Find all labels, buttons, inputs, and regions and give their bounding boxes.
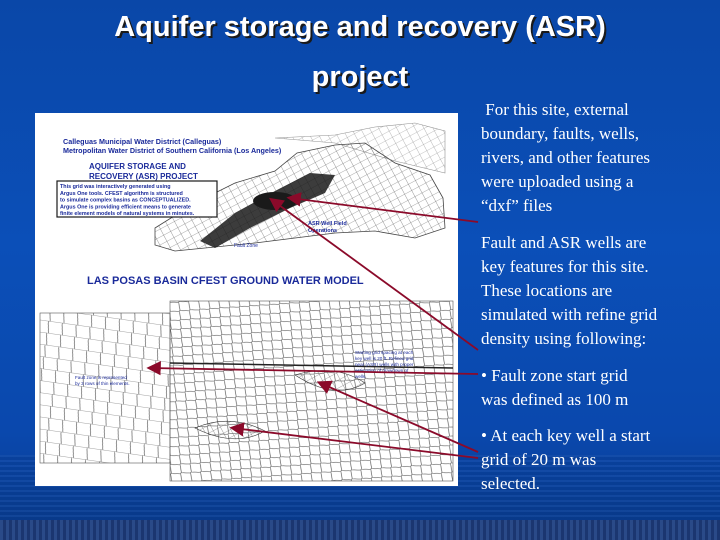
para3-line: • Fault zone start grid — [481, 366, 628, 385]
para2-line: Fault and ASR wells are — [481, 233, 647, 252]
para2-line: key features for this site. — [481, 257, 649, 276]
slide-title: Aquifer storage and recovery (ASR) proje… — [40, 2, 680, 102]
figure-note-line: finite element models of natural systems… — [60, 211, 195, 217]
refined-grid-note-line: near (ASR) wells with proper — [355, 362, 414, 367]
fault-zone-note-line: Fault zone is represented — [75, 375, 127, 380]
figure-note-line: to simulate complex basins as CONCEPTUAL… — [60, 198, 191, 204]
model-title: LAS POSAS BASIN CFEST GROUND WATER MODEL — [87, 275, 364, 287]
figure-note-line: This grid was interactively generated us… — [60, 184, 171, 190]
refined-grid-note-line: Starting grid spacing at each — [355, 350, 414, 355]
bottom-band — [0, 520, 720, 540]
para4-line: grid of 20 m was — [481, 450, 597, 469]
lower-right-grid — [169, 300, 454, 482]
figure-project-line1: AQUIFER STORAGE AND — [89, 162, 186, 171]
para1-line: “dxf” files — [481, 196, 553, 215]
arrow-to-upper-fault — [269, 197, 479, 351]
refined-grid-note-line: estimation of drawdown of — [355, 368, 409, 373]
para4-line: selected. — [481, 474, 540, 493]
para4-line: • At each key well a start — [481, 426, 651, 445]
figure-note-box — [56, 180, 218, 218]
paragraph-key-features: Fault and ASR wells are key features for… — [481, 231, 706, 351]
figure-header-line1: Calleguas Municipal Water District (Call… — [63, 137, 222, 146]
para1-line: For this site, external — [481, 100, 629, 119]
asr-well-field-label-1: ASR Well Field — [308, 221, 347, 227]
fault-zone-label: Fault Zone — [234, 243, 258, 249]
refined-grid-note-line: wells. — [355, 374, 367, 379]
asr-well-field-label-2: Operations — [308, 228, 337, 234]
figure-note-line: Argus One is providing efficient means t… — [60, 204, 191, 210]
figure-project-line2: RECOVERY (ASR) PROJECT — [89, 172, 198, 181]
arrow-to-asr-wells — [286, 192, 479, 223]
para2-line: density using following: — [481, 329, 647, 348]
para1-line: were uploaded using a — [481, 172, 634, 191]
arrow-to-well-zone-upper — [316, 380, 479, 453]
bullet-key-well: • At each key well a start grid of 20 m … — [481, 424, 706, 496]
figure-header-line2: Metropolitan Water District of Southern … — [63, 146, 282, 155]
arrow-to-well-zone-lower — [229, 422, 479, 459]
figure-note-line: Argus One tools. CFEST algorithm is stru… — [60, 191, 183, 197]
para1-line: rivers, and other features — [481, 148, 650, 167]
para2-line: simulated with refine grid — [481, 305, 658, 324]
bullet-fault-zone: • Fault zone start grid was defined as 1… — [481, 364, 706, 412]
paragraph-dxf-upload: For this site, external boundary, faults… — [481, 98, 706, 218]
para3-line: was defined as 100 m — [481, 390, 629, 409]
figure-note-text: This grid was interactively generated us… — [60, 184, 195, 217]
arrow-to-lower-fault — [146, 360, 479, 376]
fault-zone-line — [169, 362, 454, 369]
para2-line: These locations are — [481, 281, 613, 300]
slide-title-line1: Aquifer storage and recovery (ASR) — [114, 11, 606, 43]
refined-grid-note-line: key well is 20 ft. Refined grid — [355, 356, 414, 361]
fault-zone-dark-band — [200, 173, 335, 248]
fault-zone-note-line: by 3 rows of thin elements. — [75, 381, 130, 386]
lower-left-grid — [39, 312, 171, 464]
para1-line: boundary, faults, wells, — [481, 124, 640, 143]
upper-grid-extension — [274, 122, 446, 174]
slide-title-line2: project — [311, 61, 409, 93]
